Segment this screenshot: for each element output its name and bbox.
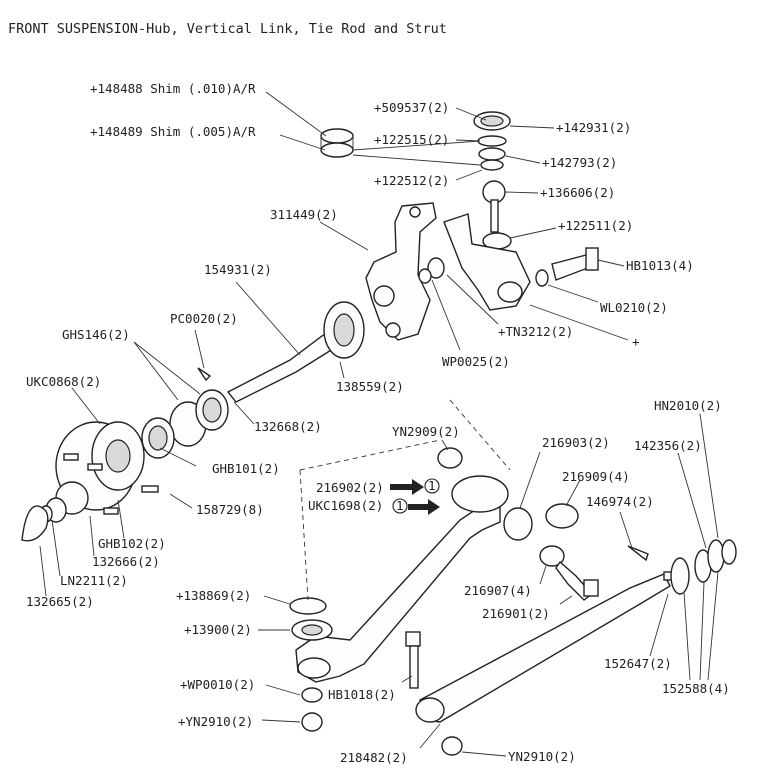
label-218482: 218482(2): [340, 750, 408, 765]
label-138869: +138869(2): [176, 588, 251, 603]
label-158729: 158729(8): [196, 502, 264, 517]
label-216903: 216903(2): [542, 435, 610, 450]
label-shim-005: +148489 Shim (.005)A/R: [90, 124, 256, 139]
label-yn2910-plus: +YN2910(2): [178, 714, 253, 729]
label-13900: +13900(2): [184, 622, 252, 637]
label-122512: +122512(2): [374, 173, 449, 188]
label-152647: 152647(2): [604, 656, 672, 671]
label-216907: 216907(4): [464, 583, 532, 598]
part-labels: +148488 Shim (.010)A/R +148489 Shim (.00…: [26, 81, 730, 765]
label-132665: 132665(2): [26, 594, 94, 609]
circle-one-label-a: 1: [428, 478, 436, 493]
label-216901: 216901(2): [482, 606, 550, 621]
label-ghb101: GHB101(2): [212, 461, 280, 476]
ball-pin-stack: [473, 111, 512, 250]
label-138559: 138559(2): [336, 379, 404, 394]
label-pc0020: PC0020(2): [170, 311, 238, 326]
label-311449: 311449(2): [270, 207, 338, 222]
label-ukc0868: UKC0868(2): [26, 374, 101, 389]
label-wl0210: WL0210(2): [600, 300, 668, 315]
vertical-link: [365, 202, 437, 341]
label-ln2211: LN2211(2): [60, 573, 128, 588]
hub-cap: [21, 481, 89, 542]
label-122515: +122515(2): [374, 132, 449, 147]
label-hb1018: HB1018(2): [328, 687, 396, 702]
label-142793: +142793(2): [542, 155, 617, 170]
leader-lines: [39, 91, 719, 757]
label-hn2010: HN2010(2): [654, 398, 722, 413]
label-plus-mark: +: [632, 334, 640, 349]
seals-bearings: [141, 389, 229, 459]
label-yn2909: YN2909(2): [392, 424, 460, 439]
shim-parts: [320, 128, 354, 158]
strut: [415, 539, 737, 723]
lower-bush-stack: [289, 597, 463, 756]
stub-axle: [197, 301, 365, 403]
label-216909: 216909(4): [562, 469, 630, 484]
label-ghb102: GHB102(2): [98, 536, 166, 551]
label-ghs146: GHS146(2): [62, 327, 130, 342]
track-control-arm: [295, 447, 599, 683]
label-wp0010: +WP0010(2): [180, 677, 255, 692]
label-136606: +136606(2): [540, 185, 615, 200]
label-hb1013: HB1013(4): [626, 258, 694, 273]
dashed-lines: [299, 399, 511, 601]
label-142356: 142356(2): [634, 438, 702, 453]
label-142931: +142931(2): [556, 120, 631, 135]
label-509537: +509537(2): [374, 100, 449, 115]
label-ukc1698: UKC1698(2): [308, 498, 383, 513]
label-122511: +122511(2): [558, 218, 633, 233]
label-shim-010: +148488 Shim (.010)A/R: [90, 81, 256, 96]
bolt-hb1018: [405, 631, 421, 689]
diagram-title: FRONT SUSPENSION-Hub, Vertical Link, Tie…: [8, 21, 447, 37]
trunnion: [418, 213, 599, 311]
circle-one-label-b: 1: [396, 498, 404, 513]
label-132666: 132666(2): [92, 554, 160, 569]
label-tn3212: +TN3212(2): [498, 324, 573, 339]
callout-arrows: 1 1: [390, 478, 440, 515]
label-132668: 132668(2): [254, 419, 322, 434]
label-152588: 152588(4): [662, 681, 730, 696]
label-wp0025: WP0025(2): [442, 354, 510, 369]
label-154931: 154931(2): [204, 262, 272, 277]
label-yn2910: YN2910(2): [508, 749, 576, 764]
label-216902: 216902(2): [316, 480, 384, 495]
label-146974: 146974(2): [586, 494, 654, 509]
